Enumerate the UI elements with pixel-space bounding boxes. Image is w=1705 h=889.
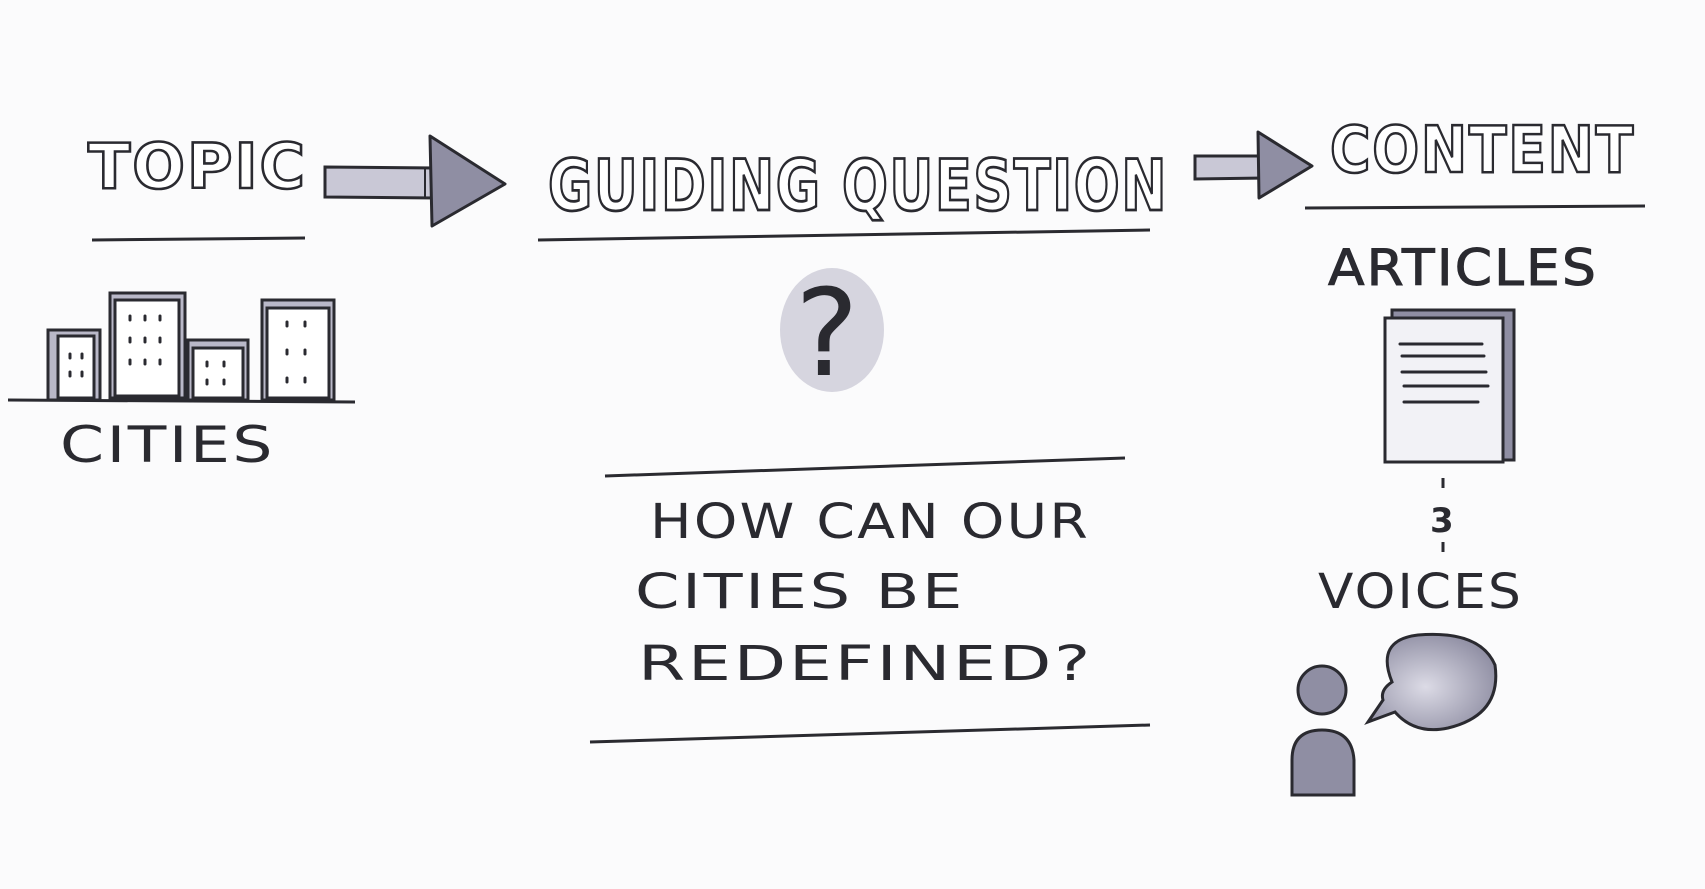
topic-header-label: TOPIC [88,130,307,203]
guiding-question-underline [537,228,1151,242]
articles-label: ARTICLES [1328,239,1598,297]
question-line-1: HOW CAN OUR [650,494,1090,550]
content-header: CONTENT [1304,113,1646,210]
arrow-topic-to-question [323,134,507,228]
document-icon [1383,308,1516,464]
content-header-label: CONTENT [1330,114,1635,188]
question-line-2: CITIES BE [635,564,965,620]
content-underline [1304,204,1646,210]
city-buildings-icon [7,291,356,404]
voices-label: VOICES [1318,564,1523,620]
topic-underline [91,236,306,242]
question-symbol: ? [795,265,859,404]
guiding-question-header: GUIDING QUESTION [537,144,1168,242]
question-line-3: REDEFINED? [638,636,1093,692]
person-speech-bubble-icon [1290,632,1498,797]
question-text: HOW CAN OUR CITIES BE REDEFINED? [589,456,1151,744]
count-connector: 3 [1430,478,1454,552]
question-top-line [604,456,1126,478]
topic-label-cities: CITIES [60,416,275,474]
question-mark-icon: ? [780,265,884,404]
topic-header: TOPIC [87,129,307,242]
articles-count: 3 [1430,501,1454,541]
question-bottom-line [589,723,1151,744]
arrow-question-to-content [1193,130,1314,200]
guiding-question-header-label: GUIDING QUESTION [548,145,1168,227]
